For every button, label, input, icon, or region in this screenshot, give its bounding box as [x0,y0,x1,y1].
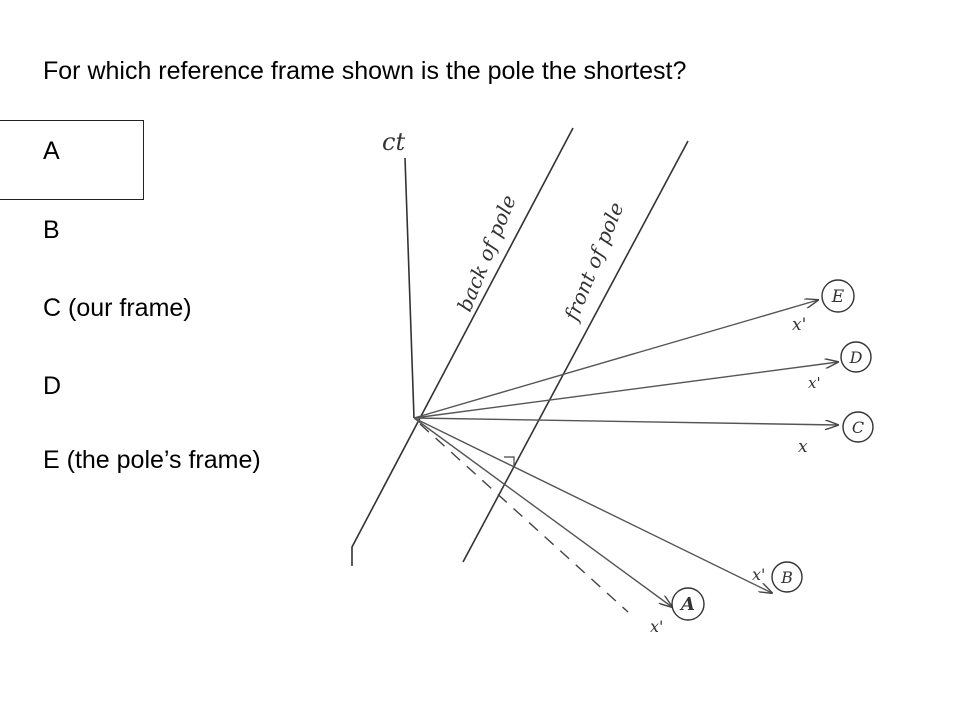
frame-letter-b: B [780,568,793,587]
x-axis-frame-a [413,417,672,607]
worldline-front-label: front of pole [559,199,629,326]
x-axis-frame-c [413,417,838,425]
frame-letter-c: C [852,418,864,437]
x-axis-frame-e [413,300,818,419]
x-axis-frame-d [413,362,838,419]
selected-answer-box [0,120,144,200]
option-a[interactable]: A [43,137,60,165]
x-axis-label-e: x' [792,315,806,335]
frame-label-a: A [671,587,705,621]
option-d[interactable]: D [43,372,62,400]
option-c[interactable]: C (our frame) [43,294,192,322]
x-axis-label-b: x' [752,565,765,584]
frame-letter-e: E [831,287,845,307]
x-axis-frame-b [413,417,772,593]
frame-label-e: E [821,279,855,313]
question-text: For which reference frame shown is the p… [43,57,687,85]
frame-label-b: B [771,561,803,593]
frame-label-d: D [840,341,872,373]
ct-axis [404,157,415,419]
x-axis-label-d: x' [808,374,821,392]
right-angle-marker [504,456,515,467]
worldline-front-of-pole [462,140,689,563]
ct-axis-label: ct [382,128,405,156]
frame-letter-a: A [679,594,695,615]
worldline-back-of-pole [351,127,574,566]
option-b[interactable]: B [43,216,60,244]
dashed-perpendicular-line [419,423,629,613]
x-axis-label-c: x [798,437,808,457]
frame-label-c: C [842,411,874,443]
option-e[interactable]: E (the pole’s frame) [43,446,261,474]
frame-letter-d: D [849,348,863,367]
worldline-back-label: back of pole [452,192,520,315]
x-axis-label-a: x' [650,617,663,636]
